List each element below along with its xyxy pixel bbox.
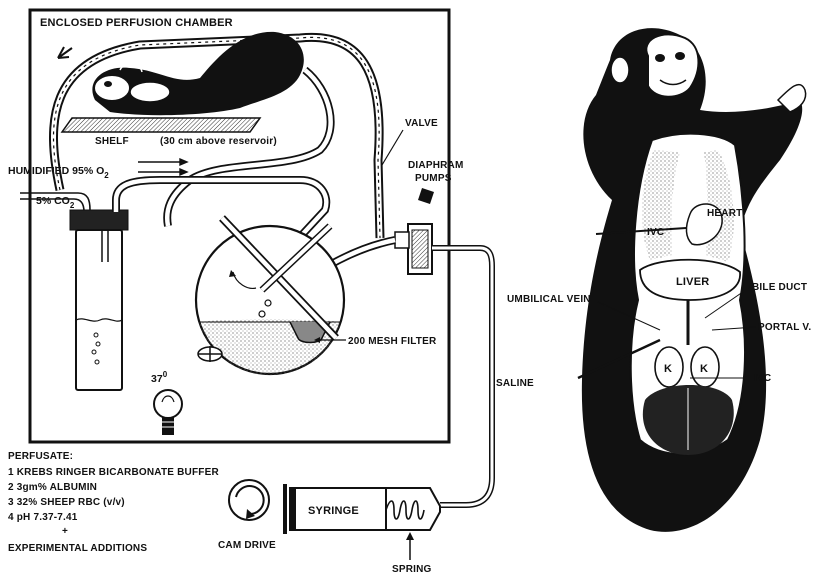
ivc-top-label: IVC	[647, 227, 664, 238]
syringe-label: SYRINGE	[308, 505, 359, 517]
valve-label: VALVE	[405, 118, 438, 129]
umbilical-vein-label: UMBILICAL VEIN	[507, 294, 591, 305]
co2-label: 5% CO2	[36, 195, 75, 210]
perfusate-heading: PERFUSATE:	[8, 451, 73, 462]
chamber-title: ENCLOSED PERFUSION CHAMBER	[40, 17, 233, 29]
pumps-label-line1: DIAPHRAM	[408, 160, 464, 171]
cam-drive-icon	[229, 480, 269, 520]
spring-label: SPRING	[392, 564, 432, 575]
pumps-label-line2: PUMPS	[415, 173, 452, 184]
lamp-icon	[154, 390, 182, 435]
ivc-bottom-label: IVC	[754, 373, 771, 384]
liver-label: LIVER	[676, 276, 709, 288]
bile-duct-label: BILE DUCT	[752, 282, 807, 293]
cam-drive-label: CAM DRIVE	[218, 540, 276, 551]
saline-label: SALINE	[496, 378, 534, 389]
kidney-left-label: K	[664, 363, 672, 375]
o2-arrows-icon	[138, 159, 187, 175]
shelf-label: SHELF	[95, 136, 129, 147]
perfusate-item: 4 pH 7.37-7.41	[8, 512, 78, 523]
heart-label: HEART	[707, 208, 742, 219]
saline-line	[432, 248, 492, 505]
perfusate-list: PERFUSATE: 1 KREBS RINGER BICARBONATE BU…	[8, 451, 219, 554]
shelf-note: (30 cm above reservoir)	[160, 136, 277, 147]
clamp-icon	[198, 346, 222, 362]
perfusate-additions: EXPERIMENTAL ADDITIONS	[8, 543, 147, 554]
flow-arrow-icon	[58, 47, 72, 58]
perfusate-item: 2 3gm% ALBUMIN	[8, 482, 97, 493]
filter-label: 200 MESH FILTER	[348, 336, 437, 347]
spring-arrow-icon	[406, 532, 414, 560]
kidney-right-label: K	[700, 363, 708, 375]
perfusate-item: 3 32% SHEEP RBC (v/v)	[8, 497, 125, 508]
diaphragm-pump	[395, 224, 432, 274]
humidifier-bubbler	[70, 210, 128, 390]
portal-vein-label: PORTAL V.	[758, 322, 811, 333]
temperature-label: 370	[151, 370, 168, 385]
perfusate-plus: +	[62, 526, 68, 537]
perfusate-item: 1 KREBS RINGER BICARBONATE BUFFER	[8, 467, 219, 478]
